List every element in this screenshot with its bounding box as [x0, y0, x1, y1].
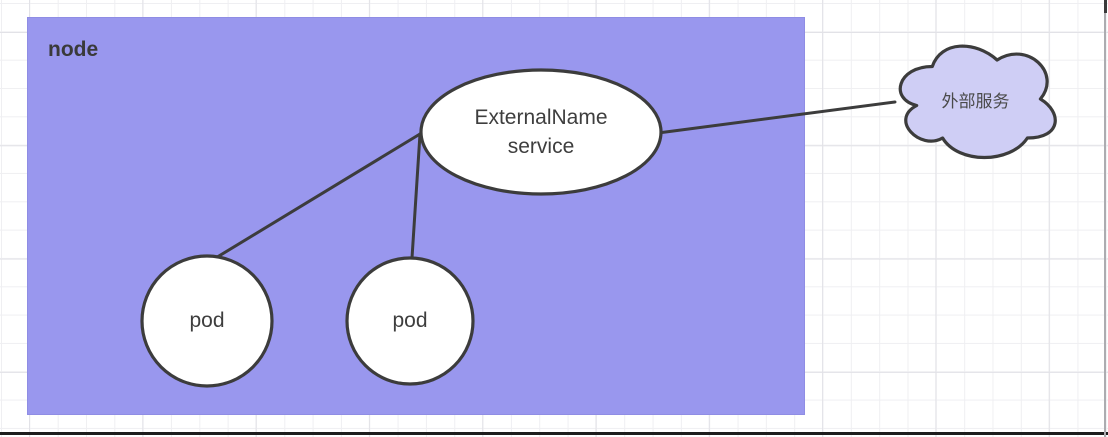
edge-service-to-external[interactable] — [656, 100, 897, 135]
externalname-service-ellipse[interactable] — [419, 68, 663, 196]
pod-2-circle[interactable] — [345, 256, 475, 386]
node-label: node — [48, 38, 99, 61]
page-edge-right — [1104, 0, 1106, 437]
external-service-cloud[interactable] — [898, 44, 1057, 159]
page-edge-bottom — [0, 432, 1108, 435]
edge-service-to-pod-2[interactable] — [410, 132, 422, 260]
page-edge-right-cap — [1104, 0, 1107, 13]
pod-1-circle[interactable] — [140, 254, 274, 388]
edge-service-to-pod-1[interactable] — [212, 132, 422, 261]
